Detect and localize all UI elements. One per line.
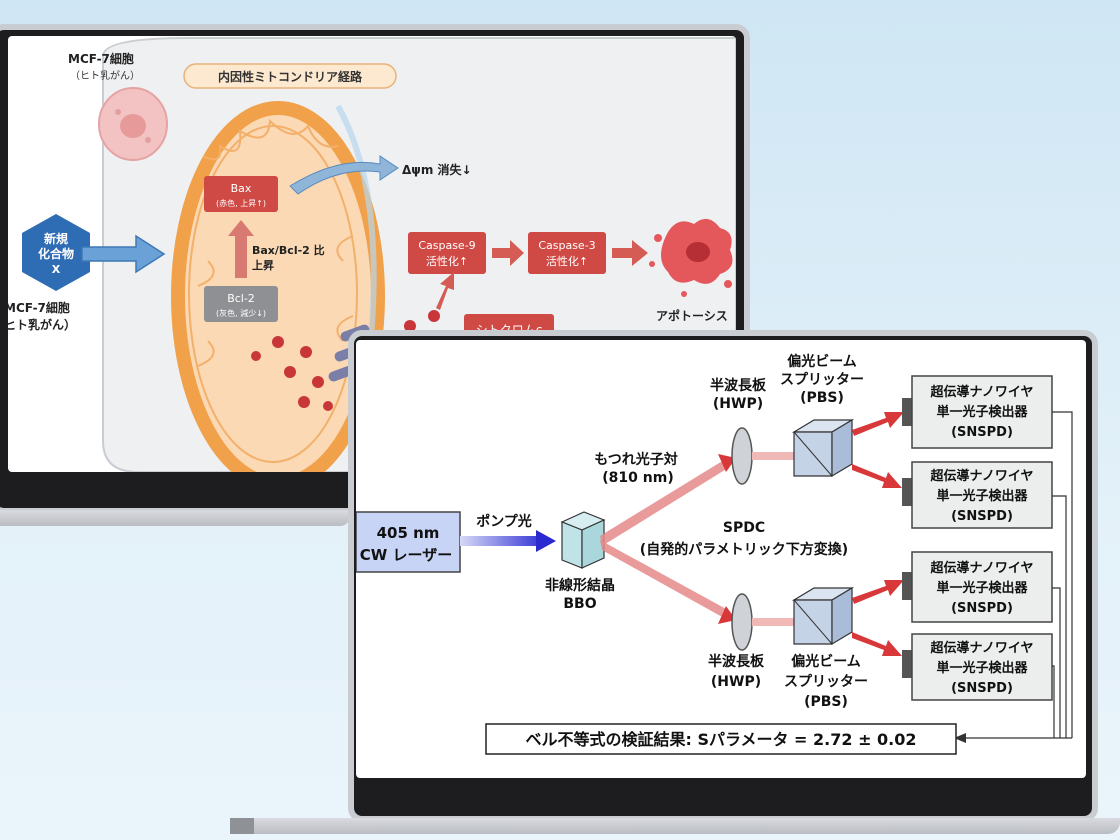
bbo-crystal — [560, 511, 606, 569]
detector-3-label-1: 超伝導ナノワイヤ — [931, 560, 1034, 576]
result-arrow-head — [954, 733, 966, 743]
result-box — [485, 723, 957, 755]
pbs-output-arrows — [852, 412, 904, 656]
beam-upper — [600, 460, 728, 546]
caspase-arrow-2 — [612, 240, 648, 266]
laser-label-2: CW レーザー — [360, 546, 452, 564]
detector-2-label-1: 超伝導ナノワイヤ — [931, 468, 1034, 484]
pbs-top-label-3: (PBS) — [800, 390, 844, 406]
detector-3-label-2: 単一光子検出器 — [936, 580, 1028, 596]
pbs-bottom — [791, 586, 855, 646]
hwp-top — [731, 427, 753, 485]
compound-x-hexagon — [22, 214, 90, 291]
ratio-up-arrow — [228, 220, 254, 278]
laptop-front-base — [230, 818, 1120, 834]
cytochrome-arrow — [436, 272, 454, 310]
caspase3-label: Caspase-3 — [538, 239, 595, 252]
detector-2 — [902, 461, 1053, 529]
mcf7-label-top-2: （ヒト乳がん） — [70, 69, 140, 82]
detector-4 — [902, 633, 1053, 701]
laser-box — [356, 511, 461, 573]
bax-box — [204, 176, 278, 212]
mcf7-label-left-1: MCF-7細胞 — [8, 300, 70, 315]
detector-4-label-3: (SNSPD) — [951, 681, 1013, 696]
detector-4-label-2: 単一光子検出器 — [936, 660, 1028, 676]
beam-hwp-pbs-top — [752, 452, 798, 460]
pump-beam — [460, 536, 540, 546]
apoptosis-label: アポトーシス — [656, 308, 728, 323]
pathway-title-pill — [183, 63, 397, 89]
cytochrome-dots — [251, 310, 440, 411]
pump-arrow-head — [536, 530, 556, 552]
detector-2-label-3: (SNSPD) — [951, 509, 1013, 524]
caspase9-sub: 活性化↑ — [426, 254, 468, 268]
caspase3-sub: 活性化↑ — [546, 254, 588, 268]
detector-1 — [902, 375, 1053, 449]
pump-label: ポンプ光 — [476, 513, 532, 530]
crystal-label-1: 非線形結晶 — [545, 577, 615, 594]
entangled-label-2: (810 nm) — [602, 470, 673, 486]
hwp-top-label-2: (HWP) — [713, 396, 763, 412]
mcf7-label-top-1: MCF-7細胞 — [68, 51, 134, 66]
bcl2-sub: (灰色, 減少↓) — [216, 308, 266, 318]
beam-lower — [600, 540, 728, 618]
pbs-bottom-label-1: 偏光ビーム — [791, 653, 861, 670]
detector-4-label-1: 超伝導ナノワイヤ — [931, 640, 1034, 656]
laptop-front-screen: 405 nm CW レーザー ポンプ光 非線形結晶 BBO もつれ光子対 (81… — [356, 340, 1086, 778]
ratio-label-2: 上昇 — [252, 258, 274, 272]
hwp-bottom-label-2: (HWP) — [711, 674, 761, 690]
bell-test-diagram: 405 nm CW レーザー ポンプ光 非線形結晶 BBO もつれ光子対 (81… — [356, 353, 1073, 755]
compound-label-1: 新規 — [44, 231, 68, 246]
beam-hwp-pbs-bottom — [752, 618, 798, 626]
spdc-label-2: (自発的パラメトリック下方変換) — [640, 541, 848, 558]
laser-label-1: 405 nm — [377, 524, 440, 542]
detector-3-label-3: (SNSPD) — [951, 601, 1013, 616]
delta-psi-label: Δψm 消失↓ — [402, 162, 472, 177]
compound-label-3: X — [52, 263, 61, 276]
crystal-label-2: BBO — [563, 596, 596, 612]
ratio-label-1: Bax/Bcl-2 比 — [252, 243, 325, 257]
pbs-top-label-1: 偏光ビーム — [787, 353, 857, 370]
bax-sub: (赤色, 上昇↑) — [216, 198, 266, 208]
caspase9-label: Caspase-9 — [418, 239, 475, 252]
detector-1-label-3: (SNSPD) — [951, 425, 1013, 440]
delta-psi-arrow — [289, 155, 399, 195]
result-text: ベル不等式の検証結果: Sパラメータ = 2.72 ± 0.02 — [525, 730, 916, 749]
laptop-front-hinge-shadow — [230, 818, 254, 834]
pbs-top-label-2: スプリッター — [780, 372, 864, 388]
detector-1-label-1: 超伝導ナノワイヤ — [931, 384, 1034, 400]
detector-3 — [902, 551, 1053, 623]
entangled-label-1: もつれ光子対 — [594, 451, 677, 468]
detector-1-label-2: 単一光子検出器 — [936, 404, 1028, 420]
hwp-bottom-label-1: 半波長板 — [708, 653, 765, 670]
hwp-bottom — [731, 593, 753, 651]
mcf7-label-left-2: ヒト乳がん） — [8, 317, 76, 332]
mcf7-cell-icon — [98, 87, 168, 161]
detector-wires — [966, 411, 1073, 739]
apoptotic-cell-icon — [649, 218, 733, 297]
caspase9-box — [408, 232, 486, 274]
spdc-label-1: SPDC — [723, 520, 765, 536]
pbs-top — [791, 418, 855, 478]
hwp-top-label-1: 半波長板 — [710, 377, 767, 394]
laptop-back-base — [0, 510, 350, 526]
pbs-bottom-label-2: スプリッター — [784, 674, 868, 690]
detector-2-label-2: 単一光子検出器 — [936, 488, 1028, 504]
bcl2-label: Bcl-2 — [227, 292, 255, 305]
pathway-title: 内因性ミトコンドリア経路 — [218, 69, 363, 84]
compound-label-2: 化合物 — [38, 246, 74, 261]
caspase-arrow-1 — [492, 240, 524, 266]
bcl2-box — [204, 286, 278, 322]
caspase3-box — [528, 232, 606, 274]
compound-arrow — [81, 234, 166, 274]
bax-label: Bax — [231, 182, 252, 195]
pbs-bottom-label-3: (PBS) — [804, 694, 848, 710]
